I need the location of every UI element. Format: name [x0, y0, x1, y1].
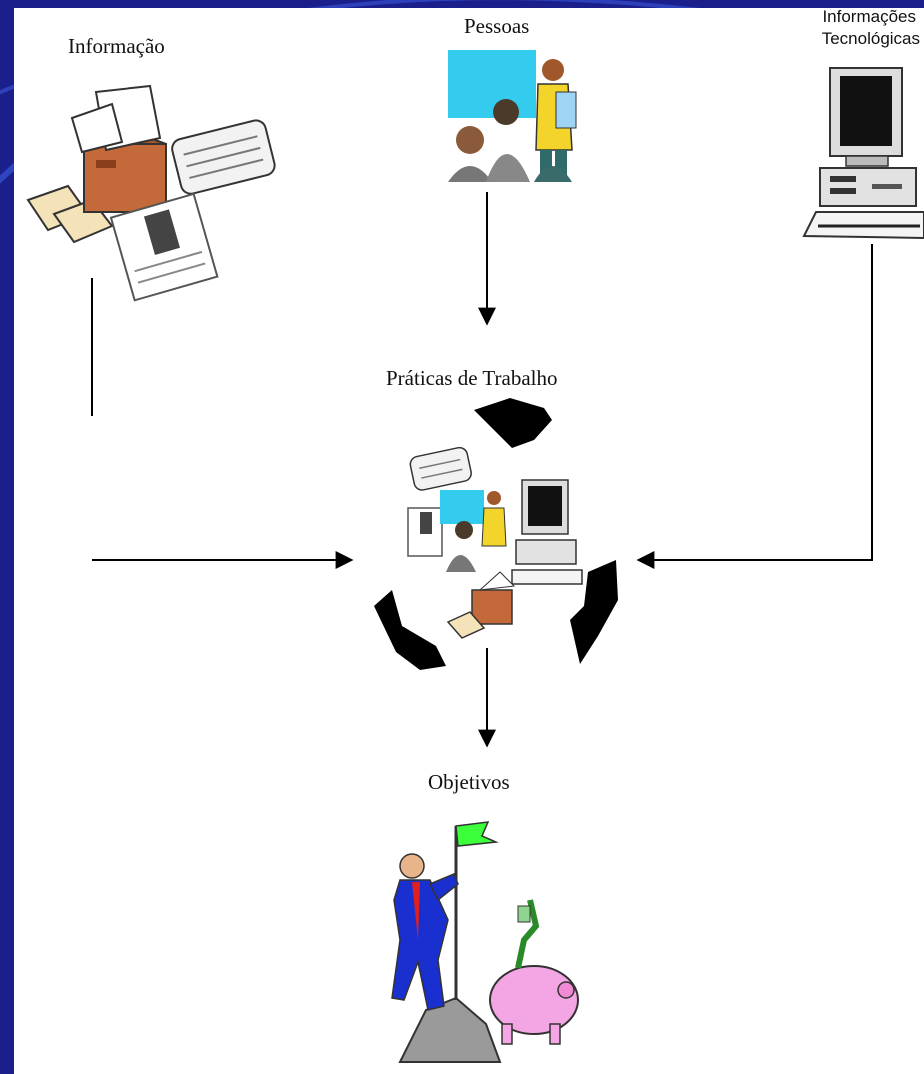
connector-tecnologia-to-praticas — [636, 244, 873, 569]
climber-flag-icon — [391, 821, 502, 1063]
label-praticas: Práticas de Trabalho — [386, 366, 558, 390]
document-box-icon — [26, 84, 276, 302]
praticas-composite-icon — [407, 446, 583, 639]
piggy-bank-icon — [489, 899, 579, 1045]
computer-icon — [802, 67, 924, 240]
recycle-arrows-icon — [374, 398, 618, 670]
label-informacao: Informação — [68, 34, 165, 58]
label-tecnologia-line1: Informações — [822, 7, 916, 26]
label-objetivos: Objetivos — [428, 770, 510, 794]
label-tecnologia-line2: Tecnológicas — [821, 29, 920, 48]
people-meeting-icon — [448, 50, 577, 182]
label-pessoas: Pessoas — [464, 14, 530, 38]
connectors — [91, 192, 873, 748]
